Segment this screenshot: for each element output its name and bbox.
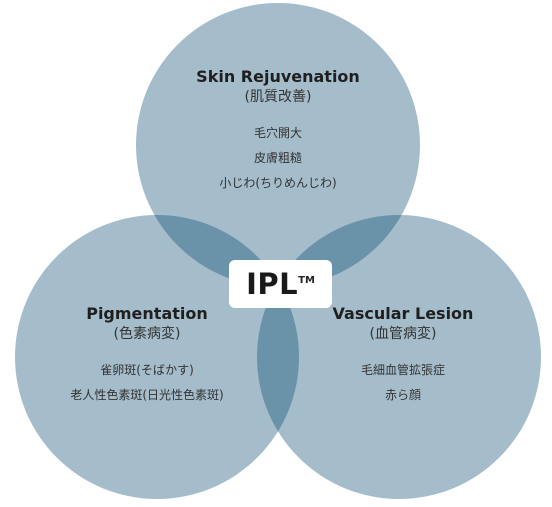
right-circle-subtitle: (血管病変) (369, 326, 437, 342)
skin-rejuvenation-circle (136, 3, 420, 287)
top-item-3: 小じわ(ちりめんじわ) (219, 176, 337, 190)
ipl-label: IPL (246, 267, 299, 301)
top-circle-subtitle: (肌質改善) (244, 89, 312, 105)
trademark-mark: TM (298, 274, 315, 286)
left-circle-title: Pigmentation (86, 304, 208, 323)
top-item-2: 皮膚粗糙 (253, 151, 302, 165)
right-circle-title: Vascular Lesion (332, 304, 474, 323)
right-item-2: 赤ら顔 (384, 388, 421, 402)
top-circle-text: Skin Rejuvenation (肌質改善) 毛穴開大 皮膚粗糙 小じわ(ち… (178, 67, 378, 196)
left-circle-subtitle: (色素病変) (113, 326, 181, 342)
left-circle-text: Pigmentation (色素病変) 雀卵斑(そばかす) 老人性色素斑(日光性… (47, 304, 247, 408)
left-item-2: 老人性色素斑(日光性色素斑) (70, 388, 224, 402)
pigmentation-circle (15, 215, 299, 499)
left-item-1: 雀卵斑(そばかす) (100, 363, 194, 377)
top-circle-title: Skin Rejuvenation (196, 67, 360, 86)
top-item-1: 毛穴開大 (253, 126, 302, 140)
right-circle-text: Vascular Lesion (血管病変) 毛細血管拡張症 赤ら顔 (303, 304, 503, 408)
right-item-1: 毛細血管拡張症 (360, 363, 445, 377)
